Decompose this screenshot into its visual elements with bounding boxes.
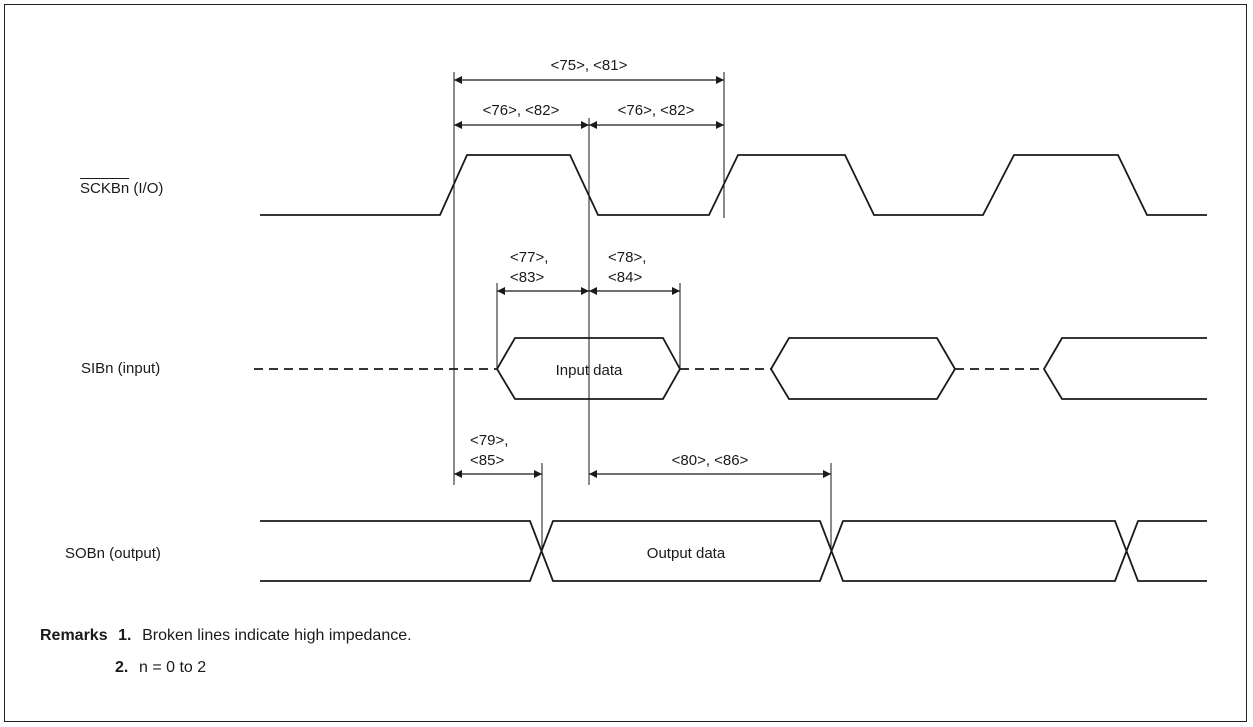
timing-label-85: <85>: [470, 452, 504, 469]
timing-label-77: <77>,: [510, 249, 548, 266]
output-bus-lines: [260, 520, 1207, 582]
input-data-window-2: [769, 337, 957, 400]
sibn-label: SIBn (input): [81, 360, 161, 377]
sckbn-name: SCKBn: [80, 178, 130, 197]
remark-text-2: n = 0 to 2: [139, 659, 207, 676]
output-bus-lines: [260, 520, 1207, 582]
timing-label-75-81: <75>, <81>: [551, 57, 628, 74]
remarks-section: Remarks 1. Broken lines indicate high imp…: [40, 620, 412, 684]
remark-row-1: Remarks 1. Broken lines indicate high imp…: [40, 620, 412, 652]
timing-label-76-82-b: <76>, <82>: [618, 102, 695, 119]
input-data-label: Input data: [556, 362, 623, 379]
remark-number-1: 1.: [118, 627, 132, 644]
remarks-heading: Remarks: [40, 627, 108, 644]
sckbn-suffix: (I/O): [129, 180, 164, 197]
input-data-window-3: [1042, 337, 1207, 400]
timing-label-78: <78>,: [608, 249, 646, 266]
remark-text-1: Broken lines indicate high impedance.: [142, 627, 412, 644]
sckbn-label: SCKBn (I/O): [80, 178, 164, 197]
output-data-label: Output data: [647, 545, 726, 562]
timing-label-84: <84>: [608, 269, 642, 286]
diagram-frame: [4, 4, 1247, 722]
remark-row-2: 2. n = 0 to 2: [40, 652, 412, 684]
sobn-label: SOBn (output): [65, 545, 161, 562]
timing-label-76-82-a: <76>, <82>: [483, 102, 560, 119]
timing-label-80-86: <80>, <86>: [672, 452, 749, 469]
remark-number-2: 2.: [115, 659, 129, 676]
sckbn-waveform: [260, 154, 1207, 216]
timing-label-79: <79>,: [470, 432, 508, 449]
timing-label-83: <83>: [510, 269, 544, 286]
